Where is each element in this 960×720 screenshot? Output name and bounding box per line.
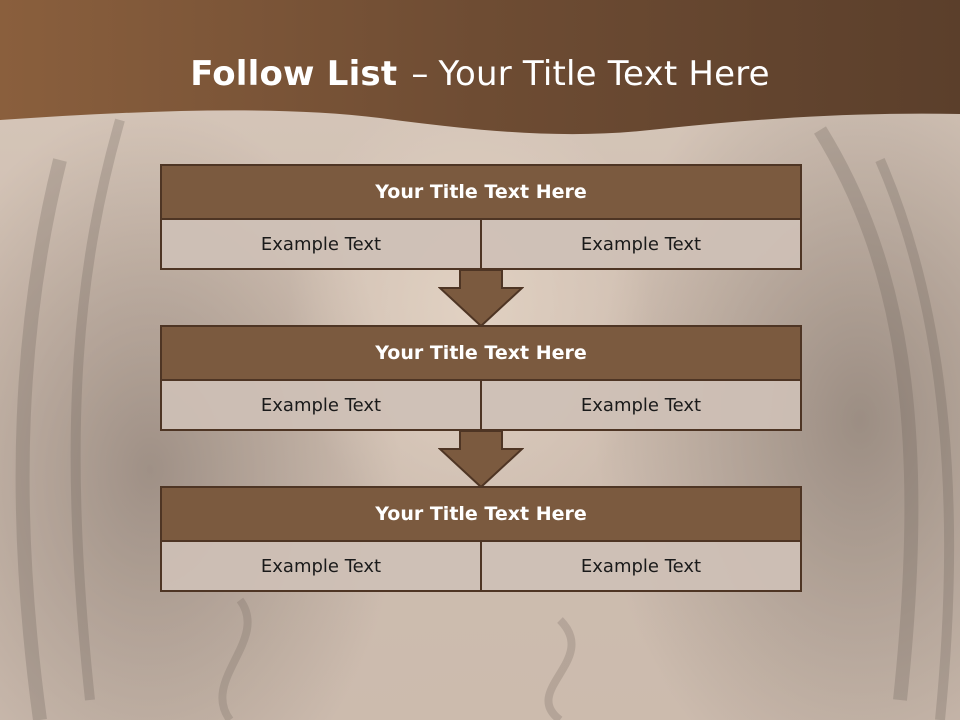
step-row-3: Example Text Example Text (160, 542, 802, 592)
step-1-left-cell: Example Text (160, 220, 482, 270)
step-row-2: Example Text Example Text (160, 381, 802, 431)
step-title-1: Your Title Text Here (160, 164, 802, 220)
step-2-left-cell: Example Text (160, 381, 482, 431)
step-box-3: Your Title Text Here Example Text Exampl… (160, 486, 802, 592)
step-3-left-cell: Example Text (160, 542, 482, 592)
step-title-3: Your Title Text Here (160, 486, 802, 542)
step-1-right-cell: Example Text (482, 220, 802, 270)
slide-title-separator: – (411, 54, 429, 94)
slide-title: Follow List–Your Title Text Here (0, 52, 960, 96)
step-2-right-cell: Example Text (482, 381, 802, 431)
step-box-1: Your Title Text Here Example Text Exampl… (160, 164, 802, 270)
step-3-right-cell: Example Text (482, 542, 802, 592)
step-title-2: Your Title Text Here (160, 325, 802, 381)
slide-title-rest: Your Title Text Here (438, 54, 770, 94)
down-arrow-icon (438, 270, 524, 328)
header-band (0, 0, 960, 135)
down-arrow-icon (438, 431, 524, 489)
step-row-1: Example Text Example Text (160, 220, 802, 270)
slide-title-bold: Follow List (190, 54, 398, 94)
step-box-2: Your Title Text Here Example Text Exampl… (160, 325, 802, 431)
